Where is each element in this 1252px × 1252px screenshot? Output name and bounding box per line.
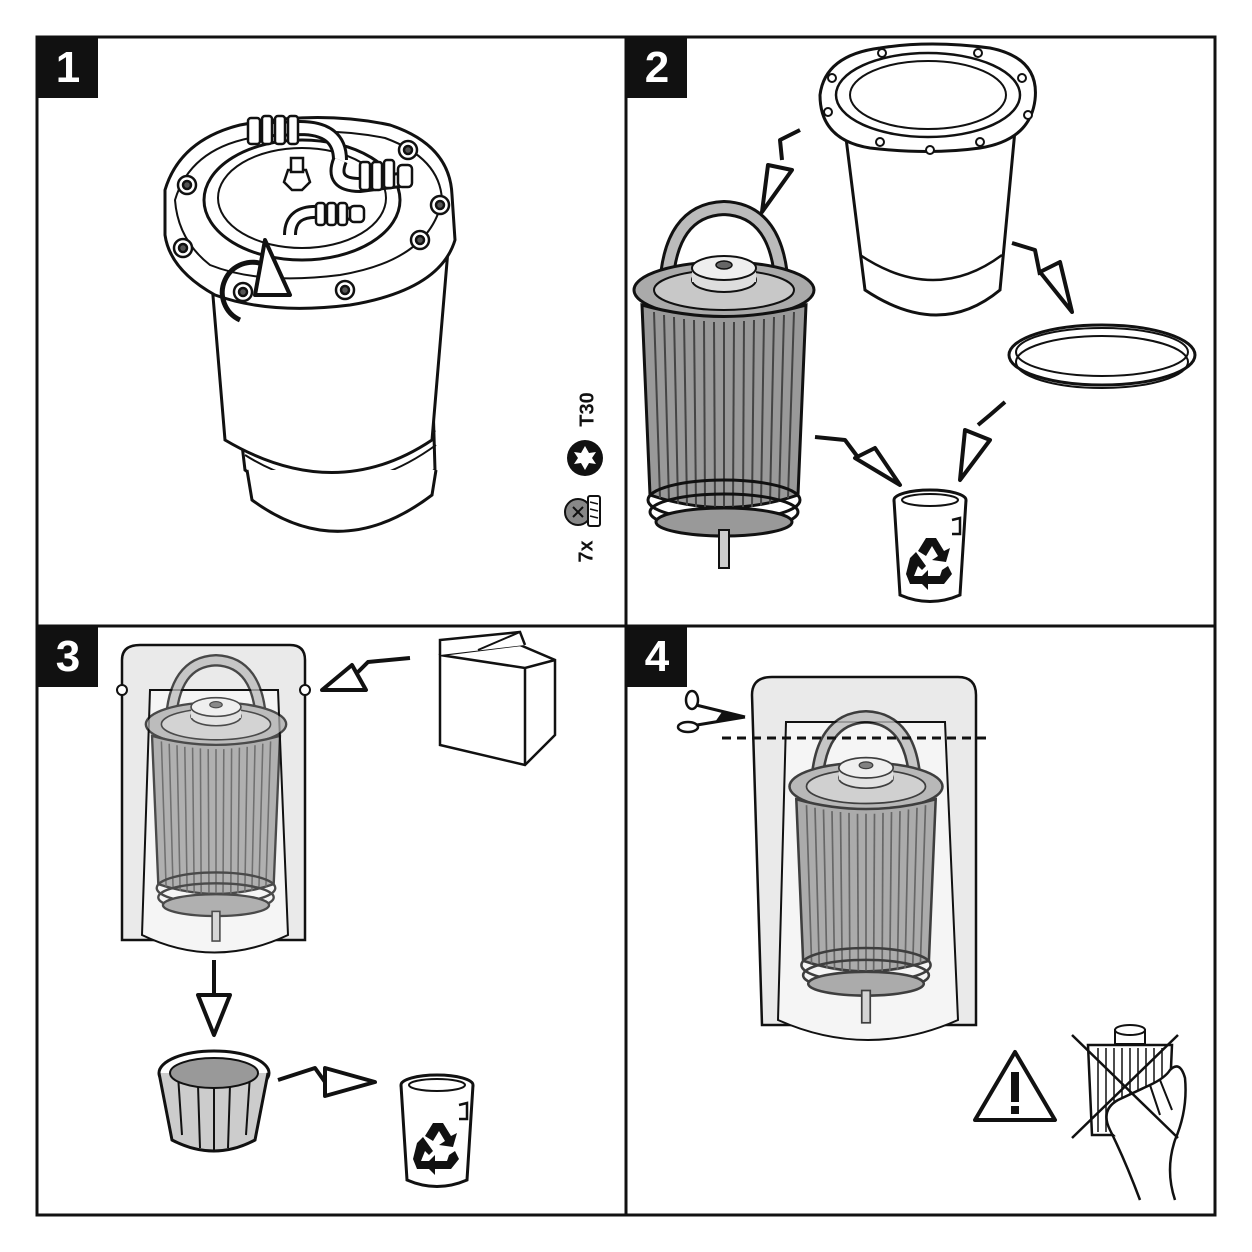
panel-2-disassembly xyxy=(634,42,1197,603)
scissors-icon xyxy=(676,689,746,734)
do-not-touch-icon xyxy=(1071,1024,1187,1201)
step-number-3: 3 xyxy=(38,627,98,687)
torx-size-label: T30 xyxy=(576,392,599,427)
panel-4-cut-bag xyxy=(676,675,1187,1201)
screw-icon xyxy=(564,495,601,527)
step-number-2: 2 xyxy=(627,38,687,98)
panel-1-filter-housing xyxy=(163,114,603,533)
step-number-1: 1 xyxy=(38,38,98,98)
panel-3-new-filter xyxy=(116,630,557,1188)
screw-count-label: 7x xyxy=(575,540,598,563)
step-number-4: 4 xyxy=(627,627,687,687)
warning-triangle-icon xyxy=(973,1050,1057,1122)
torx-icon xyxy=(567,440,603,476)
